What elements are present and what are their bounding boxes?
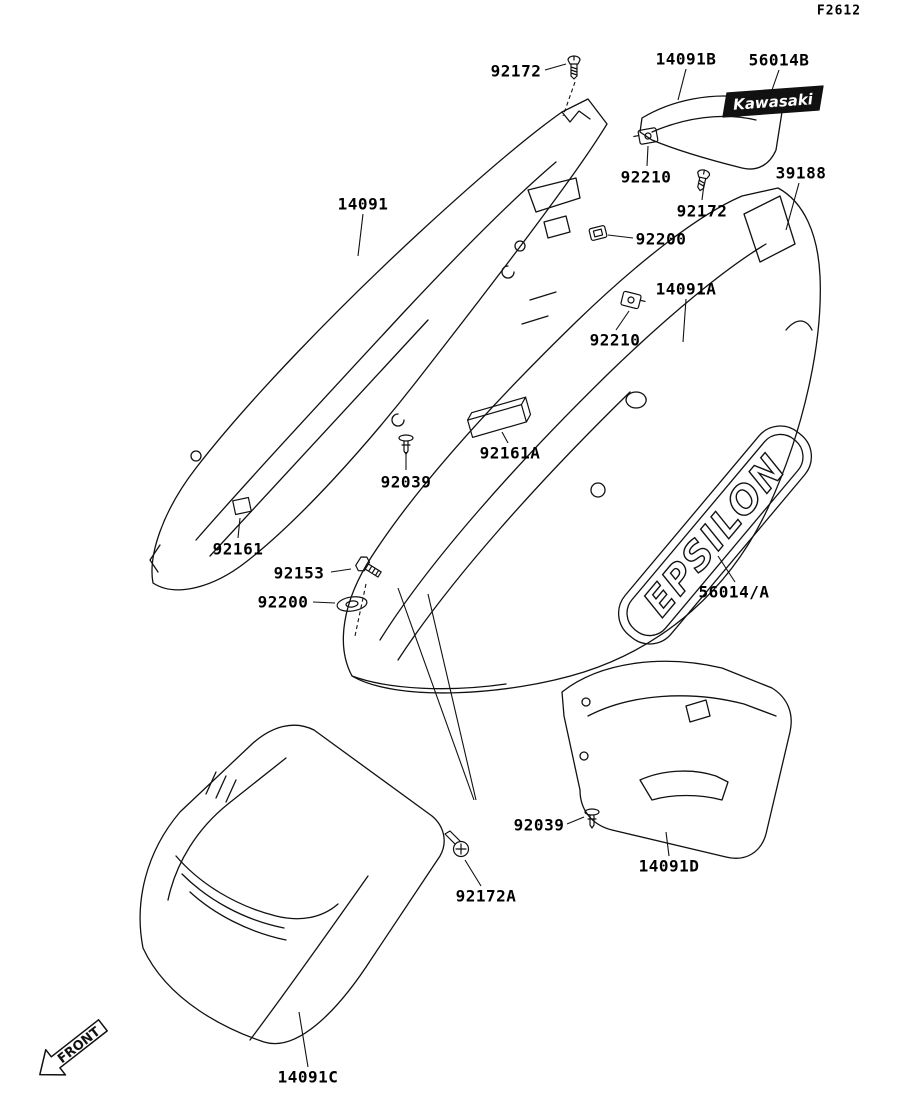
part-label-92172-1: 92172: [490, 61, 542, 81]
part-label-14091C: 14091C: [277, 1067, 339, 1087]
bolt-icon: [355, 556, 382, 578]
clip-icon: [620, 290, 646, 310]
part-label-92172A: 92172A: [455, 886, 517, 906]
part-label-92200-2: 92200: [257, 592, 309, 612]
part-label-92210-1: 92210: [620, 167, 672, 187]
part-label-14091D: 14091D: [638, 856, 700, 876]
panel-14091B-shape: [639, 95, 783, 170]
screw-icon: [567, 55, 581, 80]
grommet-icon: [336, 596, 368, 612]
part-label-14091A: 14091A: [655, 279, 717, 299]
clip-icon: [588, 225, 608, 241]
part-label-39188: 39188: [775, 163, 827, 183]
leader-lines: [237, 63, 800, 1068]
screw-icon: [444, 830, 470, 858]
pad-icon: [232, 496, 252, 516]
part-label-92210-2: 92210: [589, 330, 641, 350]
panel-14091C-shape: [139, 724, 445, 1045]
part-label-14091: 14091: [337, 194, 389, 214]
kawasaki-badge: [722, 85, 824, 118]
part-label-92161A: 92161A: [479, 443, 541, 463]
front-arrow: FRONT: [39, 1019, 108, 1076]
rivet-icon: [584, 808, 600, 829]
kawasaki-decal-text: Kawasaki: [733, 90, 815, 114]
part-label-92161: 92161: [212, 539, 264, 559]
part-label-56014A: 56014/A: [698, 582, 770, 602]
part-label-92153: 92153: [273, 563, 325, 583]
panel-14091A-shape: [342, 187, 821, 694]
screw-icon: [697, 169, 711, 192]
part-label-56014B: 56014B: [748, 50, 810, 70]
figure-code: F2612: [816, 3, 862, 19]
front-arrow-label: FRONT: [55, 1024, 103, 1066]
clip-icon: [633, 127, 659, 145]
panel-14091D-shape: [561, 660, 792, 859]
part-label-92039-1: 92039: [380, 472, 432, 492]
rivet-icon: [398, 434, 414, 455]
inner-bracket-shape: [521, 177, 581, 325]
part-label-92172-2: 92172: [676, 201, 728, 221]
panel-14091-shape: [149, 98, 608, 591]
part-label-92200-1: 92200: [635, 229, 687, 249]
epsilon-decal: [617, 425, 813, 645]
pad-icon: [467, 396, 532, 438]
part-label-14091B: 14091B: [655, 49, 717, 69]
part-label-92039-2: 92039: [513, 815, 565, 835]
